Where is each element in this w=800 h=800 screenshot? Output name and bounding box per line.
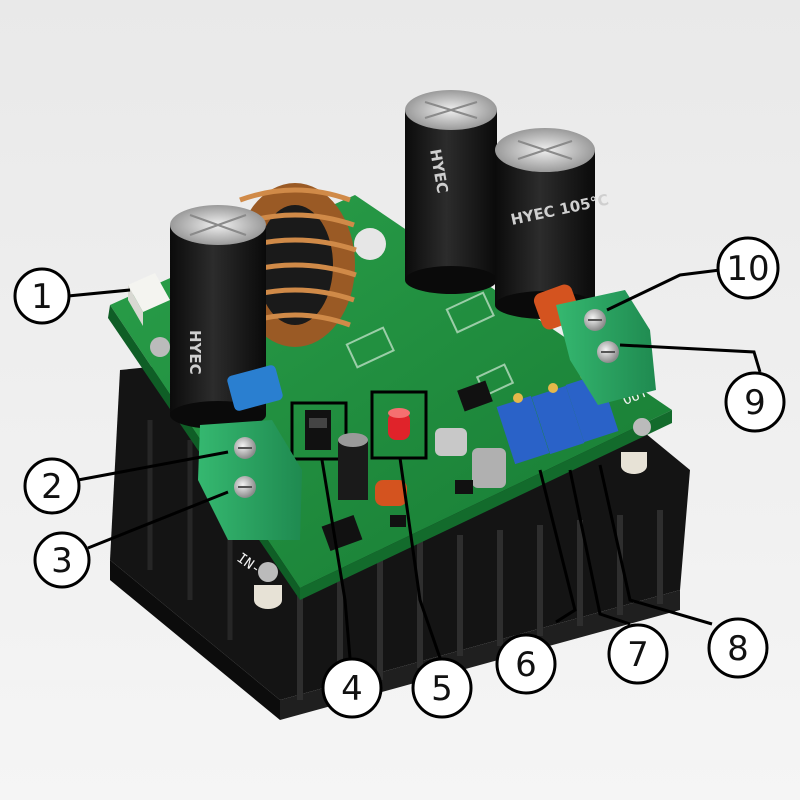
svg-text:5: 5 — [431, 669, 453, 709]
standoffs — [254, 452, 647, 609]
jumper-highlight-box — [290, 401, 348, 461]
callout-6: 6 — [495, 633, 557, 695]
callout-10: 10 — [716, 236, 780, 300]
input-terminal-block — [198, 420, 302, 540]
mid-electrolytic-capacitor: HYEC — [405, 90, 497, 294]
blue-capacitor — [227, 365, 283, 411]
svg-text:1: 1 — [31, 277, 53, 317]
trimmer-potentiometers — [496, 370, 619, 465]
callout-2: 2 — [23, 457, 81, 515]
smd-capacitors — [435, 428, 506, 488]
svg-text:8: 8 — [727, 629, 749, 669]
white-connector — [128, 273, 170, 326]
callout-5: 5 — [411, 657, 473, 719]
svg-text:4: 4 — [341, 669, 363, 709]
callout-7: 7 — [607, 623, 669, 685]
small-capacitor — [338, 433, 368, 500]
svg-text:7: 7 — [627, 635, 649, 675]
svg-text:3: 3 — [51, 541, 73, 581]
svg-text:2: 2 — [41, 467, 63, 507]
svg-text:9: 9 — [744, 383, 766, 423]
orange-film-capacitor-bottom — [375, 480, 407, 506]
svg-text:6: 6 — [515, 645, 537, 685]
svg-text:10: 10 — [726, 249, 769, 289]
output-terminal-block — [556, 290, 656, 405]
callout-8: 8 — [707, 617, 769, 679]
jumper-header — [305, 410, 331, 450]
callout-9: 9 — [724, 371, 786, 433]
red-led — [388, 408, 410, 440]
callouts: 1 2 3 4 5 6 7 8 — [13, 236, 786, 719]
callout-leader-lines — [67, 268, 762, 659]
callout-4: 4 — [321, 657, 383, 719]
led-highlight-box — [370, 390, 428, 460]
left-cap-text: HYEC — [186, 330, 204, 375]
callout-3: 3 — [33, 531, 91, 589]
callout-1: 1 — [13, 267, 71, 325]
